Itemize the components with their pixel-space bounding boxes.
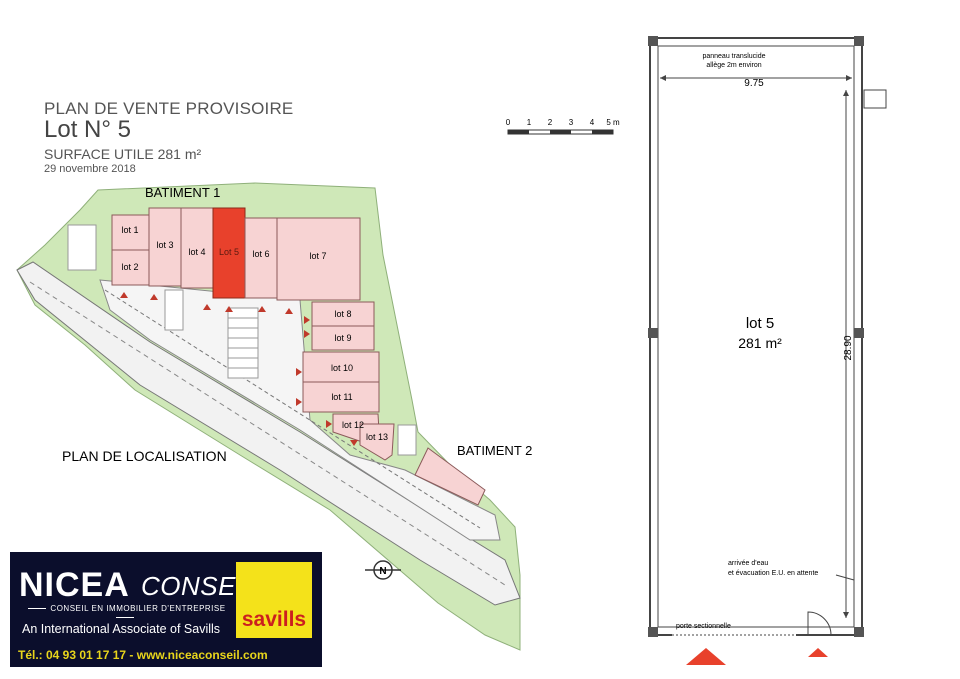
floor-plan: 9.75 panneau translucide allège 2m envir… [648, 36, 887, 665]
scale-tick: 2 [548, 118, 553, 127]
scale-tick: 0 [506, 118, 511, 127]
north-arrow-icon: N [365, 560, 401, 580]
lot-9[interactable] [311, 325, 375, 351]
plan-title: PLAN DE VENTE PROVISOIRE [44, 99, 294, 118]
batiment-1-label: BATIMENT 1 [145, 185, 220, 200]
lot-label: lot 12 [342, 420, 364, 430]
title-block: PLAN DE VENTE PROVISOIRE Lot N° 5 SURFAC… [44, 100, 293, 175]
entrance-marker-icon [686, 648, 726, 665]
lot-4[interactable] [180, 207, 214, 289]
lot-number: Lot N° 5 [44, 116, 131, 143]
lot-label: lot 11 [331, 392, 352, 402]
door-label: porte sectionnelle [676, 623, 731, 630]
height-dimension: 28.90 [843, 335, 854, 360]
scale-tick: 1 [527, 118, 532, 127]
top-note-2: allège 2m environ [706, 62, 761, 69]
lot-label: lot 1 [121, 225, 138, 235]
lot-1[interactable] [111, 214, 150, 251]
water-note-1: arrivée d'eau [728, 560, 768, 567]
scale-tick: 4 [590, 118, 595, 127]
lot-label-highlighted: Lot 5 [219, 247, 239, 257]
lot-label: lot 13 [366, 432, 388, 442]
entrance-marker-icon [808, 648, 828, 657]
plan-date: 29 novembre 2018 [44, 163, 136, 175]
savills-text: savills [241, 608, 307, 631]
lot-5-label: lot 5 [746, 315, 774, 332]
batiment-2-label: BATIMENT 2 [457, 443, 532, 458]
scale-bar: 0 1 2 3 4 5 m [506, 118, 620, 135]
north-letter: N [379, 566, 386, 577]
lot-label: lot 10 [331, 363, 353, 373]
batiment-1 [111, 207, 395, 461]
logo-contact: Tél.: 04 93 01 17 17 - www.niceaconseil.… [18, 648, 268, 662]
lot-label: lot 2 [121, 262, 138, 272]
scale-tick: 5 m [606, 118, 620, 127]
lot-label: lot 4 [188, 247, 205, 257]
logo-associate: An International Associate of Savills [22, 622, 221, 636]
batiment-2-building [414, 447, 486, 506]
nicea-conseil-logo: NICEA CONSEIL CONSEIL EN IMMOBILIER D'EN… [10, 552, 322, 667]
width-dimension: 9.75 [744, 78, 764, 89]
lot-7[interactable] [276, 217, 361, 301]
lot-13[interactable] [359, 423, 395, 461]
lot-8[interactable] [311, 301, 375, 327]
lot-label: lot 6 [252, 249, 269, 259]
lot-10[interactable] [302, 351, 380, 383]
lot-label: lot 3 [156, 240, 173, 250]
lot-label: lot 9 [334, 333, 351, 343]
lot-11[interactable] [302, 381, 380, 413]
lot-3[interactable] [148, 207, 182, 287]
savills-logo: savills [236, 562, 312, 638]
site-plan: lot 1 lot 2 lot 3 lot 4 Lot 5 lot 6 lot … [16, 182, 532, 651]
water-note-2: et évacuation E.U. en attente [728, 570, 818, 577]
logo-tagline: CONSEIL EN IMMOBILIER D'ENTREPRISE [22, 604, 228, 622]
door-swing [807, 611, 832, 636]
lot-label: lot 7 [309, 251, 326, 261]
courtyard [99, 279, 501, 541]
lot-5[interactable] [212, 207, 246, 299]
localisation-label: PLAN DE LOCALISATION [62, 448, 227, 464]
lot-5-area: 281 m² [738, 335, 782, 351]
scale-tick: 3 [569, 118, 574, 127]
surface-utile: SURFACE UTILE 281 m² [44, 146, 202, 162]
top-note-1: panneau translucide [702, 53, 765, 60]
lot-label: lot 8 [334, 309, 351, 319]
road [16, 261, 521, 606]
logo-brand: NICEA [19, 566, 130, 604]
